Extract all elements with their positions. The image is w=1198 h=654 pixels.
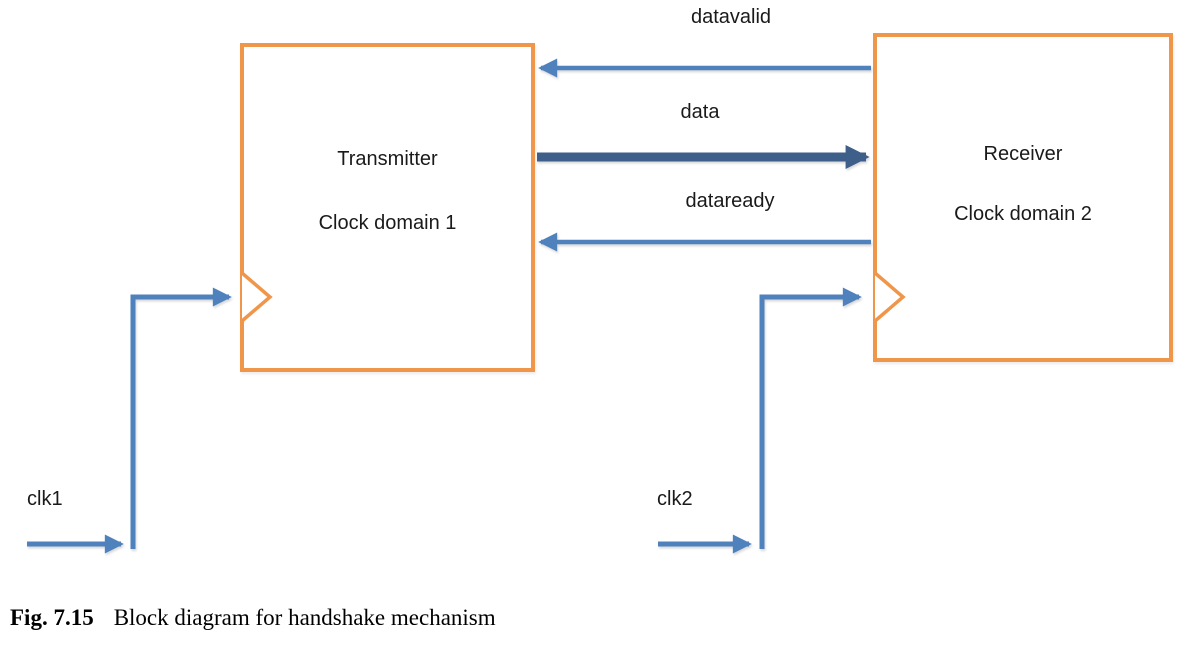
receiver-clock-pin-icon <box>873 271 906 323</box>
transmitter-clock-pin-icon <box>240 271 273 323</box>
dataready-label: dataready <box>685 190 775 212</box>
clk1-wire <box>130 287 232 549</box>
receiver-title: Receiver <box>983 143 1063 165</box>
receiver-subtitle: Clock domain 2 <box>954 203 1092 225</box>
transmitter-title: Transmitter <box>337 148 438 170</box>
figure-number: Fig. 7.15 <box>10 605 94 630</box>
receiver-box <box>873 33 1173 362</box>
transmitter-box <box>240 43 535 372</box>
figure-caption: Fig. 7.15 Block diagram for handshake mec… <box>10 605 496 631</box>
clk2-label: clk2 <box>657 488 693 510</box>
data-label: data <box>680 101 720 123</box>
datavalid-label: datavalid <box>690 6 772 28</box>
transmitter-subtitle: Clock domain 1 <box>318 212 457 234</box>
clk2-wire <box>759 287 862 549</box>
figure-caption-text: Block diagram for handshake mechanism <box>113 605 496 630</box>
clk1-label: clk1 <box>27 488 63 510</box>
